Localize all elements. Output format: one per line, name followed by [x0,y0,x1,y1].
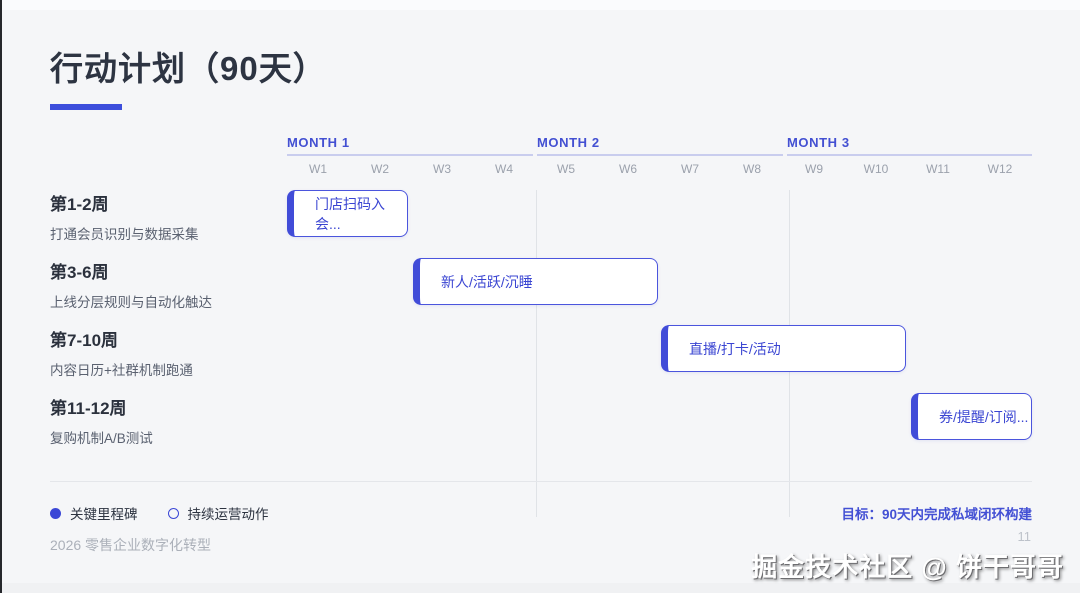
row-label: 第11-12周复购机制A/B测试 [50,394,280,447]
watermark: 掘金技术社区 @ 饼干哥哥 [751,552,1064,582]
page-title: 行动计划（90天） [50,50,327,87]
row-description: 上线分层规则与自动化触达 [50,295,212,310]
week-label: W11 [926,162,950,176]
week-label: W1 [309,162,327,176]
gantt-bar: 券/提醒/订阅... [911,393,1032,440]
gantt-bar: 门店扫码入会... [287,190,408,237]
month-label: MONTH 1 [287,135,350,150]
month-underline [787,154,1032,156]
row-description: 打通会员识别与数据采集 [50,227,199,242]
page-number: 11 [1017,529,1032,544]
month-underline [537,154,783,156]
row-period: 第1-2周 [50,195,109,214]
row-period: 第3-6周 [50,263,109,282]
week-label: W7 [681,162,699,176]
filled-circle-icon [50,507,61,519]
legend-label: 关键里程碑 [70,507,138,522]
top-strip [2,0,1080,10]
week-label: W10 [863,162,889,176]
row-description: 复购机制A/B测试 [50,431,153,446]
row-period: 第11-12周 [50,399,127,418]
legend-item-milestone: 关键里程碑 [50,503,138,523]
legend: 关键里程碑 持续运营动作 [50,503,269,523]
week-label: W8 [743,162,761,176]
row-period: 第7-10周 [50,331,119,350]
goal-text: 目标：90天内完成私域闭环构建 [841,507,1032,522]
week-label: W2 [371,162,389,176]
row-label: 第1-2周打通会员识别与数据采集 [50,190,280,243]
footer-text: 2026 零售企业数字化转型 [50,537,212,553]
row-label: 第7-10周内容日历+社群机制跑通 [50,326,280,379]
month-label: MONTH 3 [787,135,850,150]
gantt-bar: 直播/打卡/活动 [661,325,906,372]
bottom-strip [2,583,1080,593]
week-label: W6 [619,162,637,176]
week-label: W4 [495,162,513,176]
month-label: MONTH 2 [537,135,600,150]
week-label: W3 [433,162,451,176]
outline-circle-icon [167,507,179,519]
row-label: 第3-6周上线分层规则与自动化触达 [50,258,280,311]
week-label: W12 [987,162,1013,176]
week-label: W9 [805,162,823,176]
month-underline [287,154,533,156]
chart-bottom-divider [50,481,1032,482]
gantt-bar: 新人/活跃/沉睡 [413,258,658,305]
row-description: 内容日历+社群机制跑通 [50,363,193,378]
week-label: W5 [557,162,575,176]
left-edge-border [0,0,2,593]
legend-label: 持续运营动作 [187,507,269,522]
month-gridline [536,190,537,517]
title-accent-bar [50,104,122,110]
legend-item-ongoing: 持续运营动作 [167,503,269,523]
